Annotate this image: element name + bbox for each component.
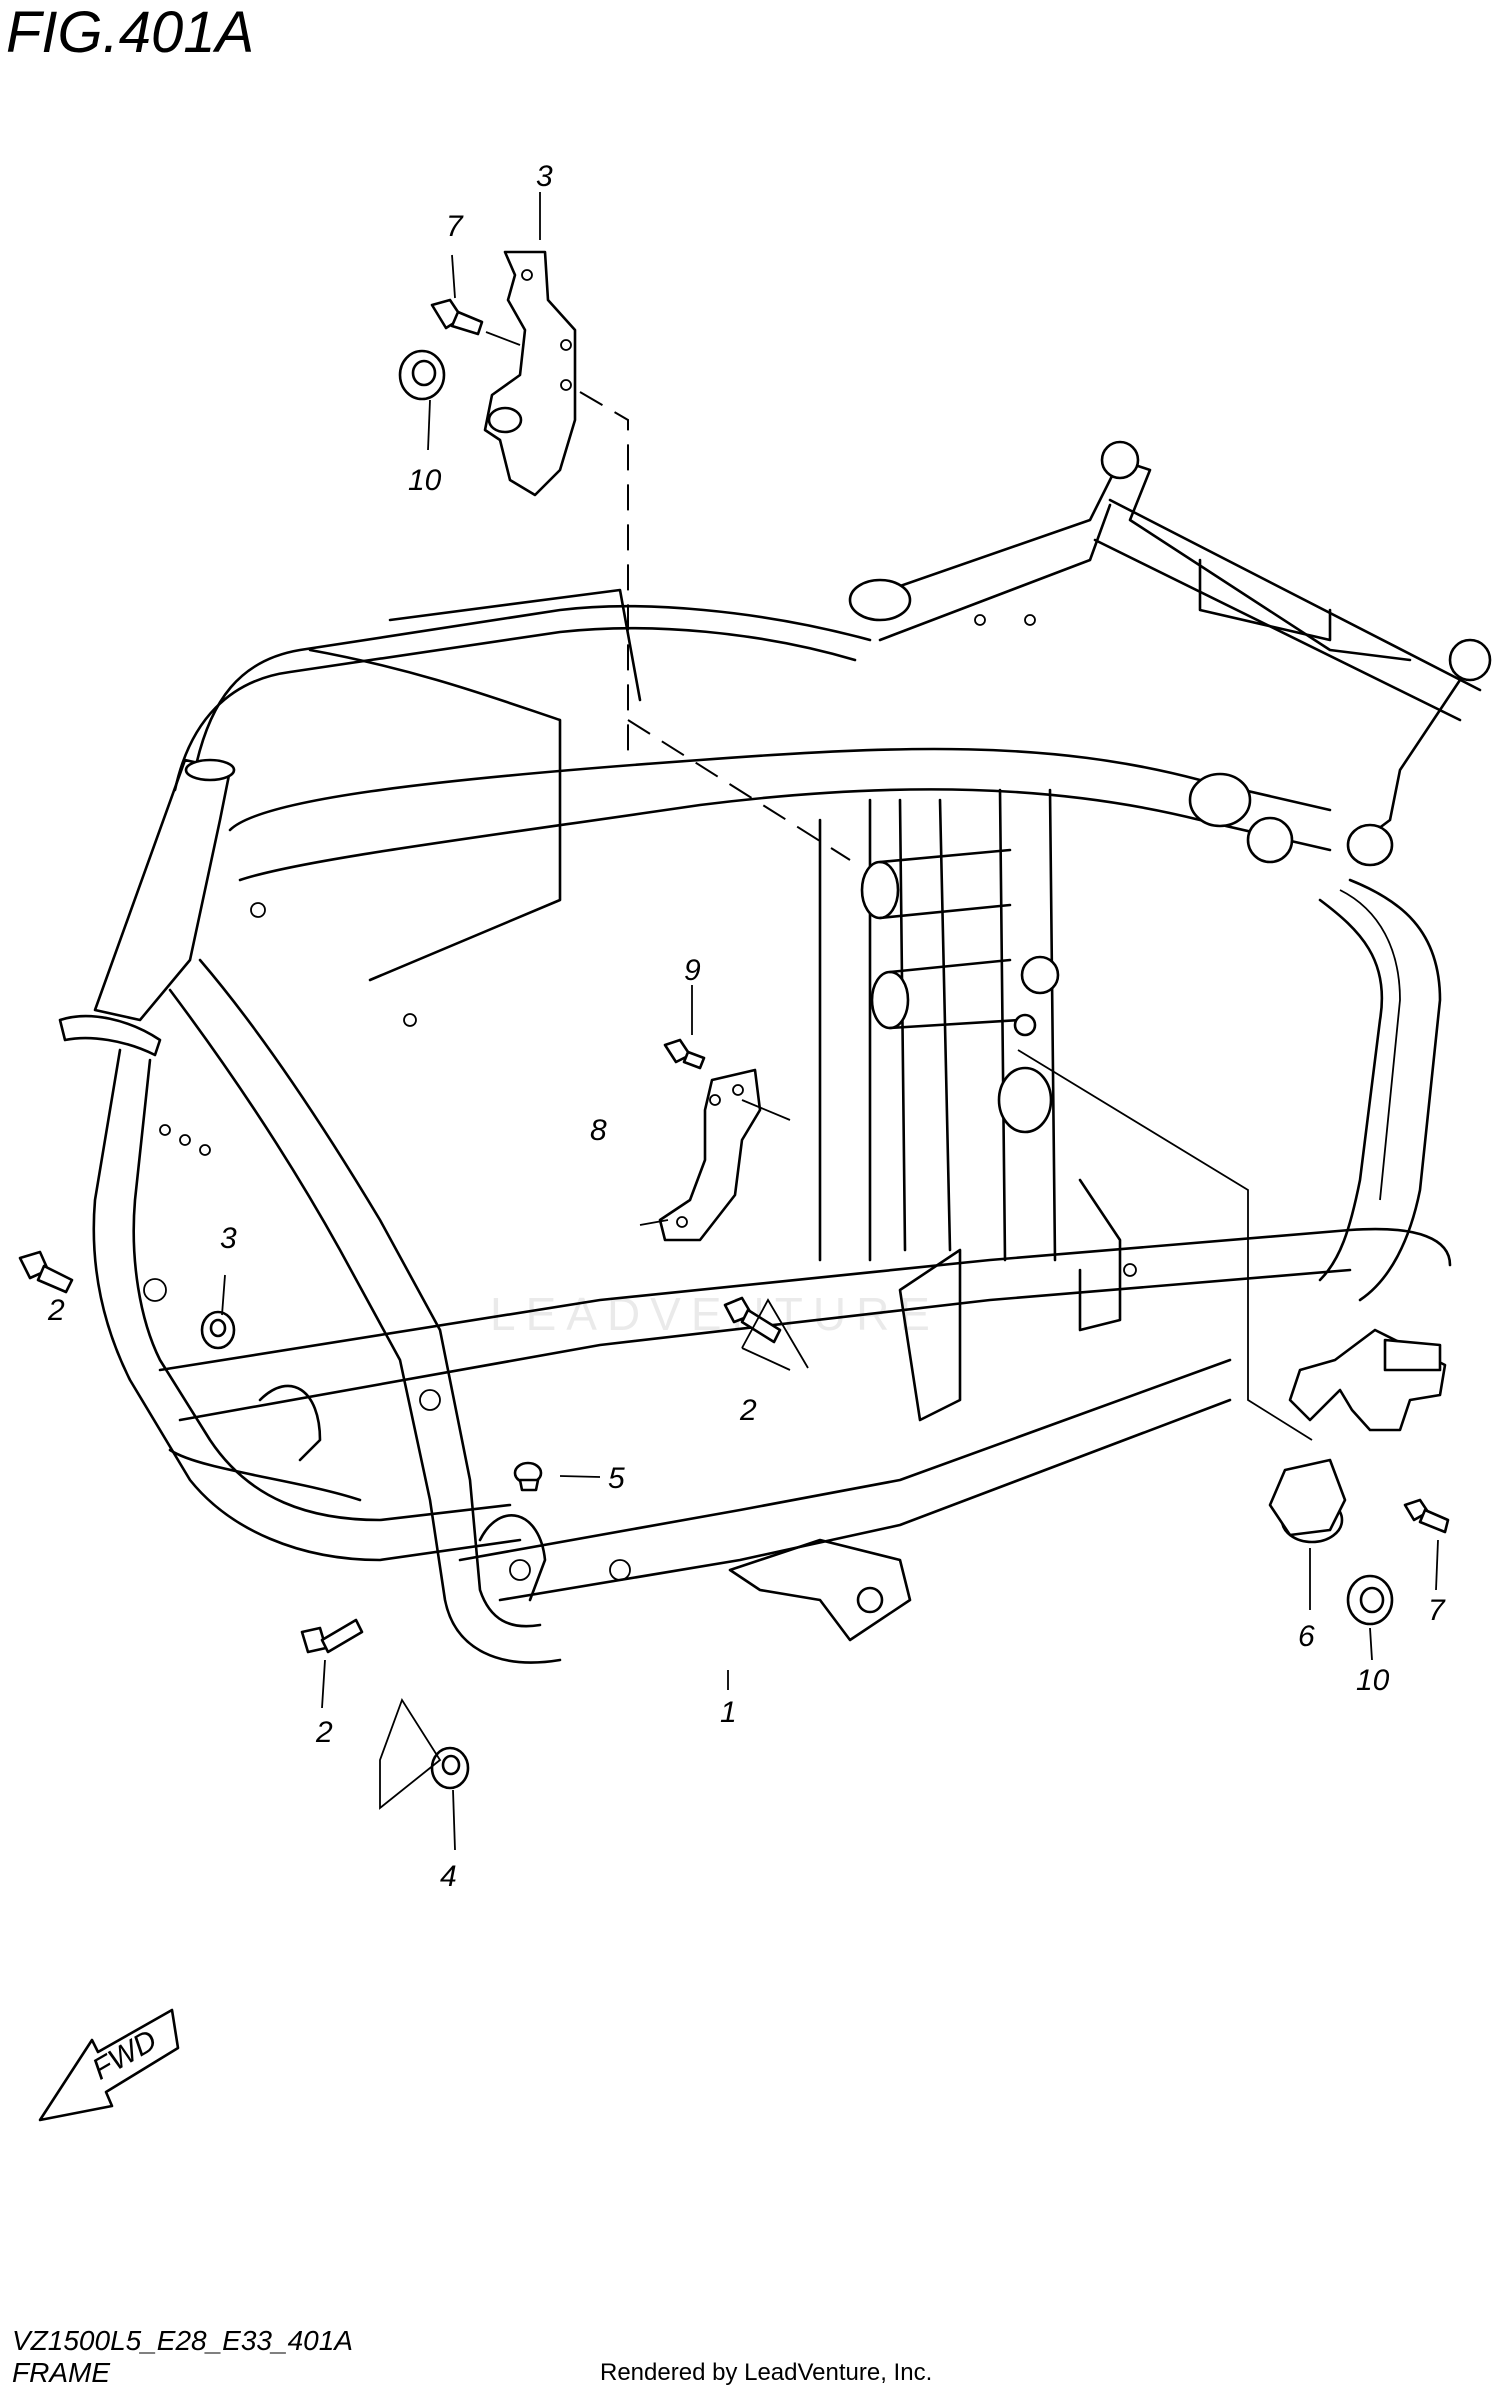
grommet-10-right [1346,1574,1394,1626]
callout-1: 1 [720,1696,737,1729]
bolt-2-middle [723,1296,782,1344]
arrow-forward-icon [38,2008,180,2122]
bolt-2-lower [300,1618,364,1654]
callout-8: 8 [590,1114,607,1147]
grommet-10-top [398,349,446,401]
frame-assembly [58,440,1492,1664]
callout-3-lower: 4 [440,1860,457,1893]
plug-4 [513,1461,543,1492]
bolt-2-left [18,1250,74,1294]
credit-line: Rendered by LeadVenture, Inc. [600,2359,932,2386]
fwd-direction-marker: FWD [38,2008,180,2122]
callout-3-upper: 3 [220,1222,237,1255]
callout-2-middle: 2 [739,1394,757,1427]
leader-lines [221,192,1439,1851]
callout-2-lower: 2 [315,1716,333,1749]
bolt-7-top [430,298,484,336]
callout-2-left: 2 [47,1294,65,1327]
callout-5: 3 [536,160,553,193]
model-code: VZ1500L5_E28_E33_401A [12,2325,353,2356]
bracket-5 [483,250,577,497]
nut-3-lower [430,1746,470,1790]
nut-3-upper [200,1310,236,1350]
callout-10-top: 10 [408,464,442,497]
bolt-7-right [1403,1498,1450,1534]
bracket-8 [658,1068,762,1242]
bracket-6 [1268,1328,1447,1544]
callout-10-right: 10 [1356,1664,1390,1697]
callout-7-right: 7 [1428,1594,1446,1627]
callout-9: 9 [684,954,701,987]
callout-7-top: 7 [446,210,464,243]
callout-4: 5 [608,1462,625,1495]
section-name: FRAME [12,2357,110,2388]
callout-6: 6 [1298,1620,1315,1653]
figure-title: FIG.401A [6,0,254,65]
bolt-9 [663,1038,706,1070]
callout-labels: 3 7 10 9 8 3 2 2 5 2 1 4 6 7 10 [47,160,1446,1893]
